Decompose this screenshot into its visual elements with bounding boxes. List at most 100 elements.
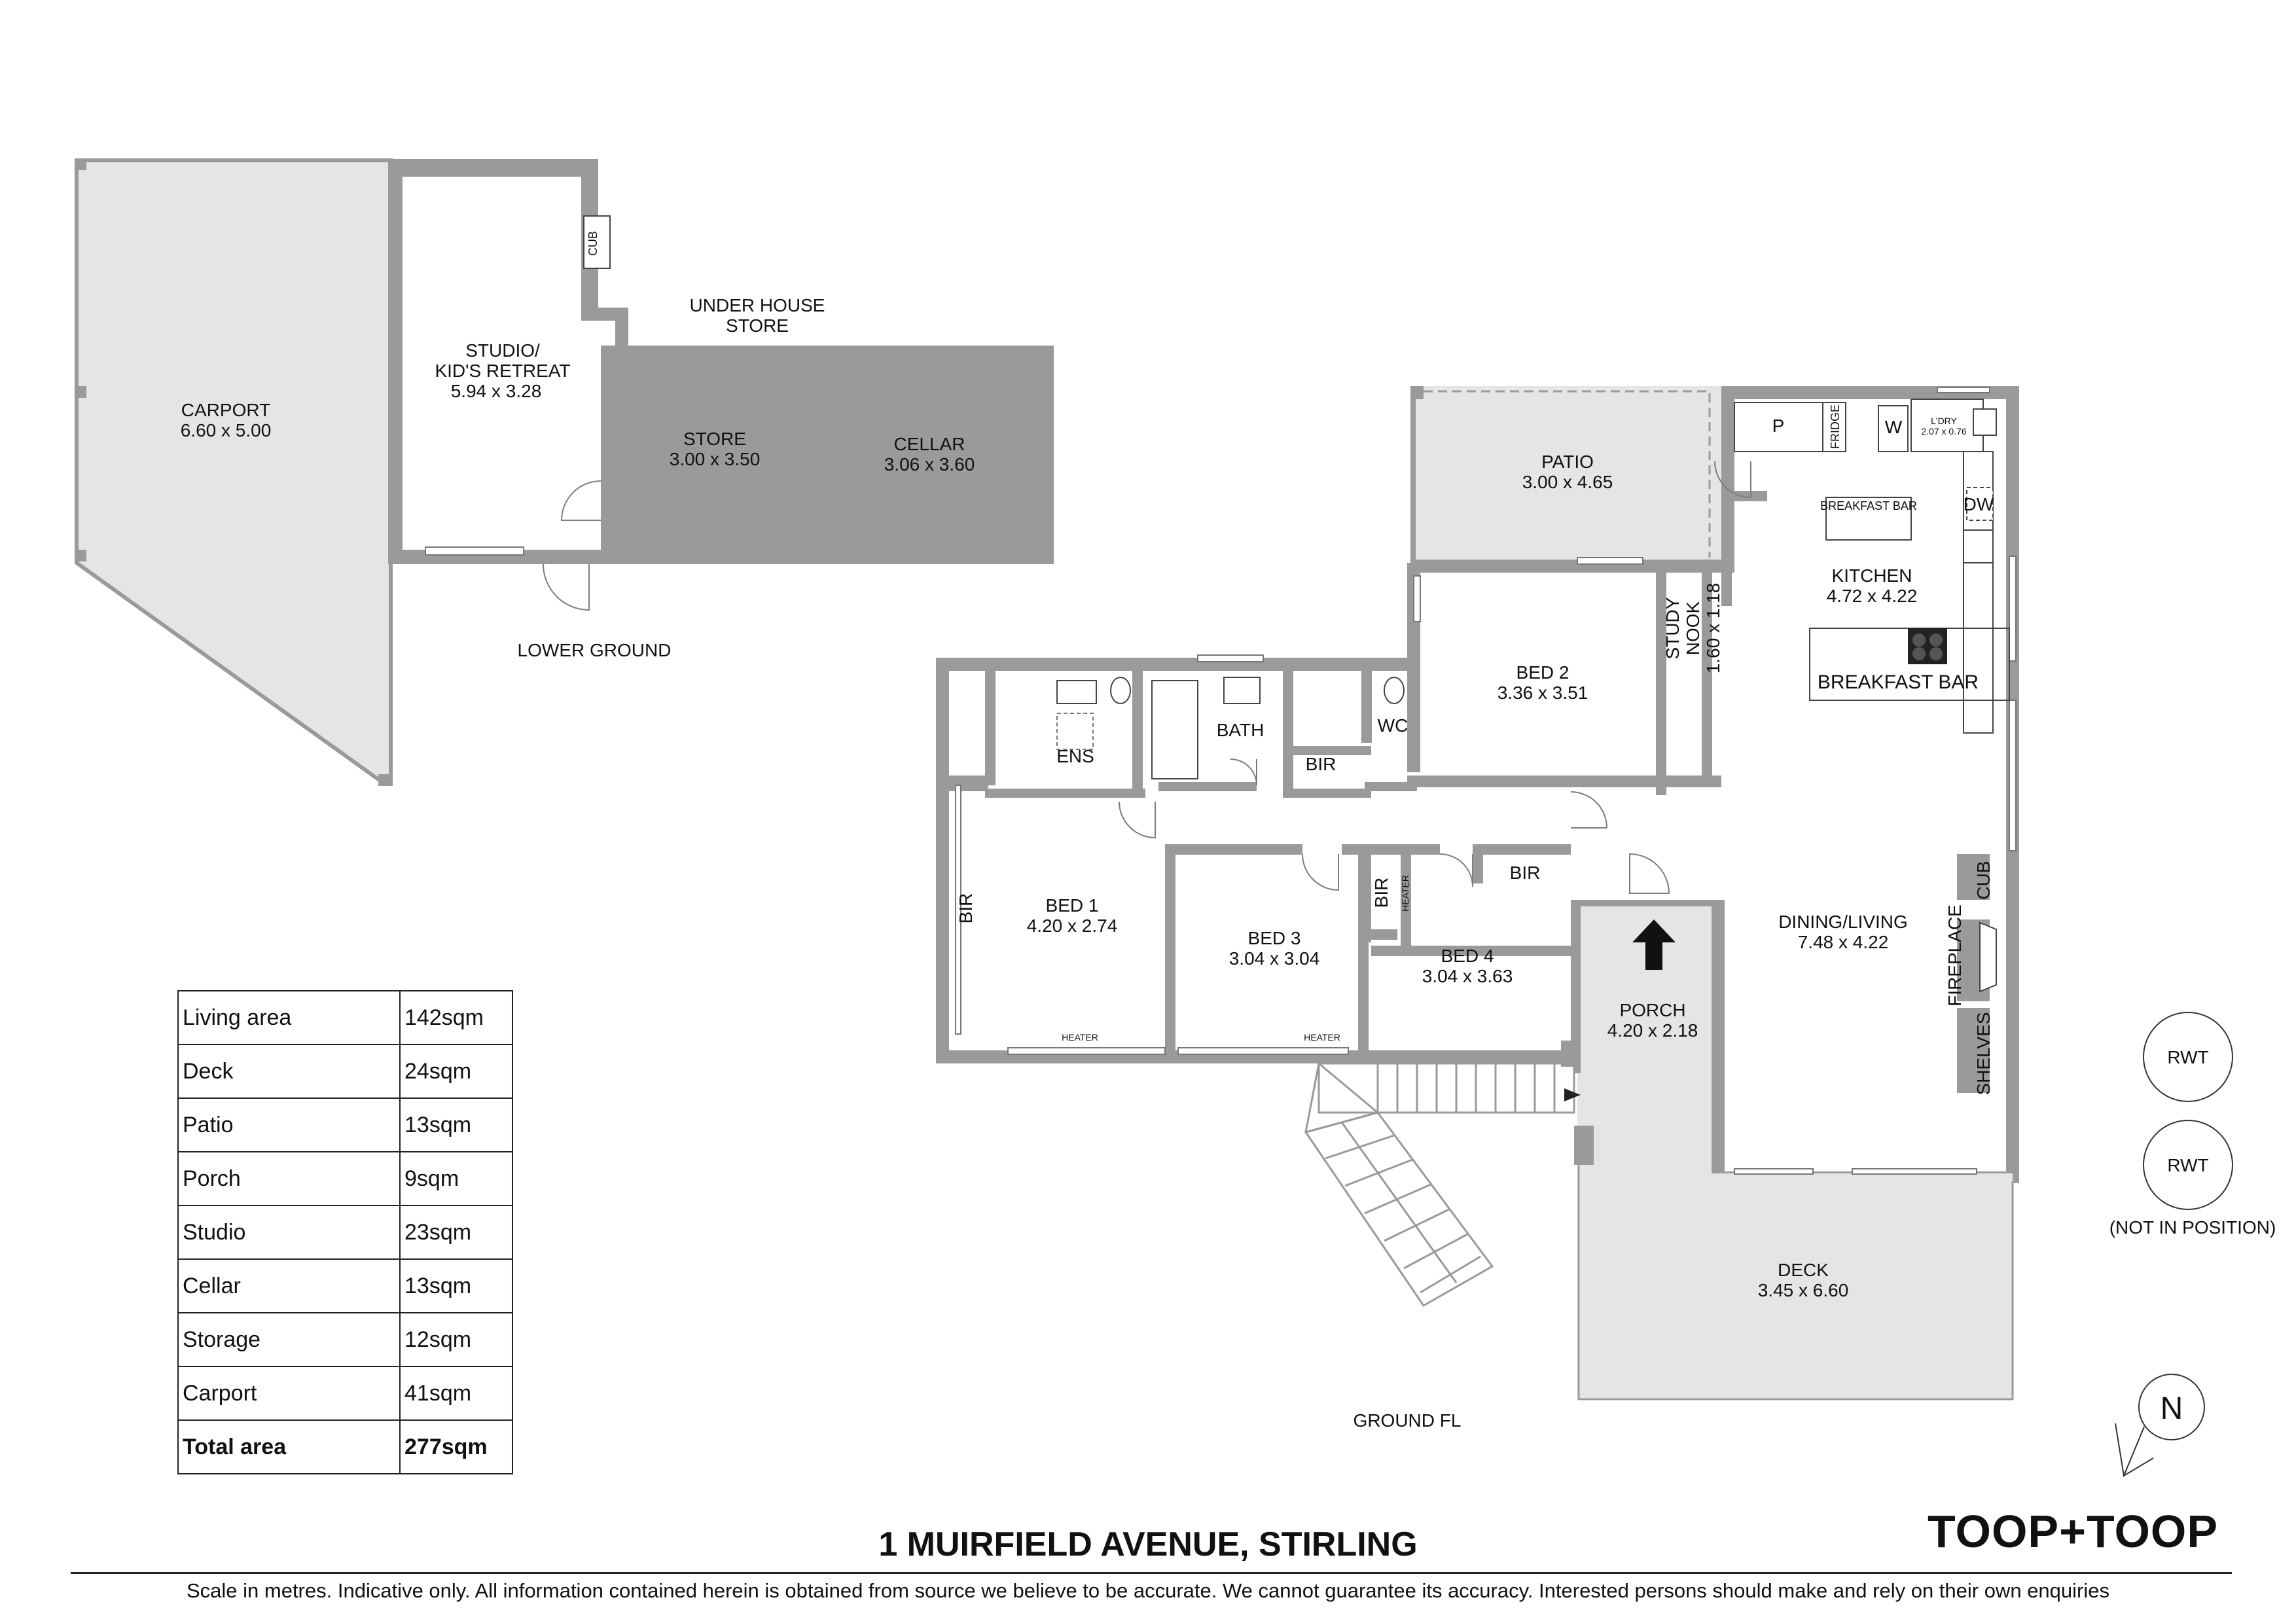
rwt-label-2: RWT xyxy=(2167,1155,2208,1175)
bed3-size: 3.04 x 3.04 xyxy=(1229,948,1320,969)
ground-level-label: GROUND FL xyxy=(1354,1410,1462,1431)
divider xyxy=(71,1572,2232,1574)
disclaimer-text: Scale in metres. Indicative only. All in… xyxy=(186,1579,2109,1602)
bed3-label: BED 3 xyxy=(1248,928,1301,948)
area-row-label: Living area xyxy=(177,990,401,1045)
area-row-value: 13sqm xyxy=(399,1258,513,1313)
area-total-label: Total area xyxy=(177,1419,401,1474)
kitchen-size: 4.72 x 4.22 xyxy=(1827,586,1918,606)
area-row-label: Storage xyxy=(177,1312,401,1367)
patio-area xyxy=(1414,386,1721,562)
study-nook-size: 1.60 x 1.18 xyxy=(1703,583,1723,674)
kitchen-label: KITCHEN xyxy=(1832,565,1912,586)
hall-heater-label: HEATER xyxy=(1400,875,1410,912)
rwt-tank-1 xyxy=(2143,1012,2233,1102)
area-total-value: 277sqm xyxy=(399,1419,513,1474)
cellar-size: 3.06 x 3.60 xyxy=(884,454,975,474)
ground-floor-plan: PATIO 3.00 x 4.65 BED 2 3.36 x 3.51 STUD… xyxy=(936,386,2019,1431)
bath-label: BATH xyxy=(1217,720,1265,740)
bed4-label: BED 4 xyxy=(1441,946,1494,966)
agency-logo: TOOP+TOOP xyxy=(1928,1506,2219,1557)
area-row-label: Studio xyxy=(177,1205,401,1260)
laundry-label: L'DRY xyxy=(1931,416,1957,426)
store-size: 3.00 x 3.50 xyxy=(670,449,761,469)
rwt-note: (NOT IN POSITION) xyxy=(2109,1217,2276,1238)
carport-area xyxy=(75,158,393,786)
area-row-label: Deck xyxy=(177,1044,401,1099)
area-row-value: 41sqm xyxy=(399,1366,513,1421)
north-compass: N xyxy=(2115,1374,2205,1478)
living-cub-label: CUB xyxy=(1973,861,1994,899)
bed3-heater-label: HEATER xyxy=(1304,1032,1340,1043)
deck-label: DECK xyxy=(1778,1260,1829,1280)
washer-label: W xyxy=(1885,417,1903,437)
area-row-value: 23sqm xyxy=(399,1205,513,1260)
area-row-value: 12sqm xyxy=(399,1312,513,1367)
studio-label-line2: KID'S RETREAT xyxy=(435,361,570,381)
under-house-label-line1: UNDER HOUSE xyxy=(690,295,825,315)
fireplace-label: FIREPLACE xyxy=(1945,904,1965,1007)
bed2-size: 3.36 x 3.51 xyxy=(1498,683,1588,703)
entry-arrow xyxy=(1632,919,1676,970)
area-row-label: Carport xyxy=(177,1366,401,1421)
study-nook-line2: NOOK xyxy=(1683,601,1703,655)
shelves-label: SHELVES xyxy=(1973,1012,1994,1095)
laundry-size: 2.07 x 0.76 xyxy=(1921,426,1966,437)
breakfast-bar-label: BREAKFAST BAR xyxy=(1818,671,1979,693)
area-row-value: 142sqm xyxy=(399,990,513,1045)
compass-n-label: N xyxy=(2161,1391,2183,1426)
fridge-label: FRIDGE xyxy=(1829,404,1842,449)
rainwater-tanks: RWT RWT (NOT IN POSITION) xyxy=(2109,1012,2276,1238)
area-row-label: Cellar xyxy=(177,1258,401,1313)
patio-label: PATIO xyxy=(1541,452,1594,472)
bed1-size: 4.20 x 2.74 xyxy=(1027,916,1118,936)
carport-label: CARPORT xyxy=(181,400,270,420)
area-row-label: Patio xyxy=(177,1097,401,1152)
bed3-bir-label: BIR xyxy=(1371,878,1391,908)
studio-label-line1: STUDIO/ xyxy=(465,340,540,361)
area-row-value: 13sqm xyxy=(399,1097,513,1152)
bed1-heater-label: HEATER xyxy=(1062,1032,1098,1043)
bed1-bir-label: BIR xyxy=(956,893,976,924)
entry-stairs xyxy=(1304,1061,1581,1307)
bed2-label: BED 2 xyxy=(1516,662,1570,683)
wc-label: WC xyxy=(1378,715,1408,736)
deck-area xyxy=(1577,1173,2013,1399)
area-row-value: 9sqm xyxy=(399,1151,513,1206)
store-label: STORE xyxy=(683,429,746,449)
porch-area xyxy=(1577,906,1712,1173)
rwt-label-1: RWT xyxy=(2167,1047,2208,1067)
bed4-size: 3.04 x 3.63 xyxy=(1422,966,1513,986)
bed4-bir-label: BIR xyxy=(1510,863,1541,883)
under-house-label-line2: STORE xyxy=(726,315,789,336)
area-row-label: Porch xyxy=(177,1151,401,1206)
breakfast-bar-top-label: BREAKFAST BAR xyxy=(1820,499,1917,512)
study-nook-line1: STUDY xyxy=(1662,597,1683,659)
deck-size: 3.45 x 6.60 xyxy=(1758,1280,1849,1300)
hall-bir-label: BIR xyxy=(1306,754,1336,774)
dishwasher-label: DW xyxy=(1964,494,1994,514)
area-row-value: 24sqm xyxy=(399,1044,513,1099)
ensuite-label: ENS xyxy=(1056,746,1094,766)
carport-size: 6.60 x 5.00 xyxy=(181,420,272,440)
rwt-tank-2 xyxy=(2143,1120,2233,1210)
studio-cub-label: CUB xyxy=(586,231,600,256)
studio-size: 5.94 x 3.28 xyxy=(451,381,542,401)
porch-label: PORCH xyxy=(1619,1000,1685,1020)
patio-size: 3.00 x 4.65 xyxy=(1522,472,1613,492)
property-address: 1 MUIRFIELD AVENUE, STIRLING xyxy=(878,1525,1418,1563)
cellar-label: CELLAR xyxy=(894,434,965,454)
porch-size: 4.20 x 2.18 xyxy=(1607,1020,1698,1041)
pantry-label: P xyxy=(1772,416,1785,436)
